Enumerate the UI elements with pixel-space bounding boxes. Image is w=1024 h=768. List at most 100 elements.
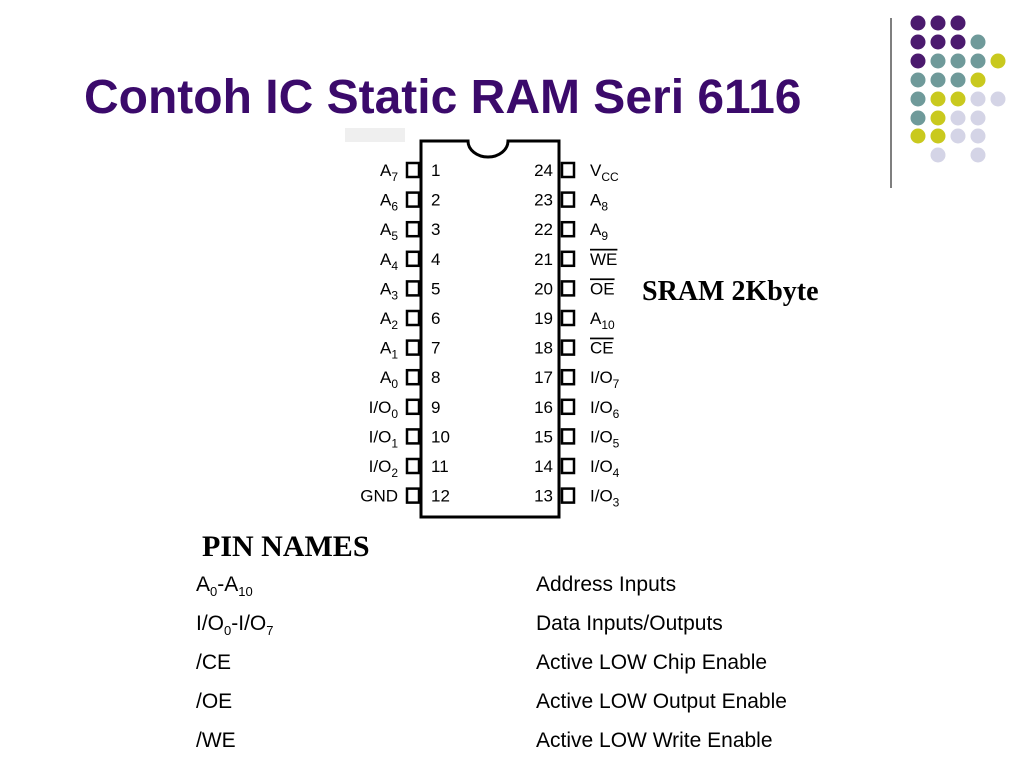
image-shadow [345,128,405,142]
pin-lead [560,428,576,445]
pin-label: A6 [380,191,398,214]
decorative-dot [950,72,966,88]
pin-names-heading: PIN NAMES [202,530,370,563]
pin-description: Active LOW Chip Enable [536,651,768,674]
pin-table-row: /CE Active LOW Chip Enable [196,644,896,683]
pin-label: A8 [590,191,608,214]
decorative-dot [910,72,926,88]
pin-lead [560,339,576,356]
pin-description: Address Inputs [536,573,677,596]
pin-description: Active LOW Write Enable [536,729,773,752]
pin-lead [405,250,421,268]
decorative-dot [950,128,966,144]
pin-label: I/O2 [369,457,399,480]
decorative-dot [930,53,946,69]
pin-number: 9 [431,398,440,417]
decorative-dot [970,34,986,50]
pin-number: 1 [431,161,440,180]
pin-label: A4 [380,250,398,273]
decorative-dot [930,110,946,126]
chip-body [419,139,561,519]
pin-label: GND [360,487,398,506]
decorative-dot [930,128,946,144]
sram-6116-pinout-diagram: 1A72A63A54A45A36A27A18A09I/O010I/O111I/O… [345,128,620,519]
pin-number: 17 [534,368,553,387]
pin-label: A3 [380,279,398,302]
pin-description: Active LOW Output Enable [536,690,787,713]
pin-lead [560,191,576,208]
pin-symbol: I/O0-I/O7 [196,612,274,638]
decorative-dot [970,53,986,69]
pin-symbol: /OE [196,690,233,713]
pin-label: I/O4 [590,457,620,480]
pin-lead [405,457,421,475]
pin-lead [560,220,576,238]
pin-number: 18 [534,339,553,358]
pin-number: 21 [534,250,553,269]
decorative-dot [930,72,946,88]
pin-symbol: /CE [196,651,232,674]
pin-label: A1 [380,339,398,362]
pin-number: 3 [431,220,440,239]
pin-lead [405,220,421,238]
decorative-dot [950,15,966,31]
pin-number: 24 [534,161,553,180]
slide-title: Contoh IC Static RAM Seri 6116 [84,71,802,124]
pin-lead [560,398,576,416]
decorative-dot [970,128,986,144]
decorative-dot [970,110,986,126]
pin-number: 12 [431,487,450,506]
pin-number: 19 [534,309,553,328]
pin-lead [560,368,576,386]
pin-lead [405,339,421,356]
pin-label: I/O7 [590,368,620,391]
pin-lead [405,428,421,445]
pin-number: 8 [431,368,440,387]
pin-number: 6 [431,309,440,328]
pin-lead [560,457,576,475]
decorative-dot [910,91,926,107]
pin-lead [405,161,421,179]
decorative-dot [950,91,966,107]
decorative-dot [930,34,946,50]
pin-lead [405,280,421,297]
decorative-dot [950,53,966,69]
pin-lead [560,161,576,179]
decorative-dot [970,91,986,107]
pin-label: A9 [590,220,608,243]
decorative-dot [910,110,926,126]
pin-number: 14 [534,457,553,476]
pin-number: 20 [534,279,553,298]
decorative-dot [990,53,1006,69]
pin-label: VCC [590,161,619,184]
pin-number: 16 [534,398,553,417]
pin-symbol: A0-A10 [196,573,253,599]
decorative-dot [910,34,926,50]
pin-label: I/O6 [590,398,620,421]
pin-table-row: /OE Active LOW Output Enable [196,683,896,722]
pin-number: 4 [431,250,440,269]
decorative-dot [930,15,946,31]
pin-lead [405,191,421,208]
pin-lead [405,368,421,386]
pin-label: I/O3 [590,487,620,510]
decorative-dot [910,53,926,69]
decorative-dot [910,128,926,144]
decorative-dot [990,91,1006,107]
decorative-dot-grid [890,15,1006,188]
decorative-dot [950,34,966,50]
pin-number: 7 [431,339,440,358]
decorative-dot [950,110,966,126]
pin-label: I/O5 [590,427,620,450]
pin-table-row: A0-A10 Address Inputs [196,566,896,605]
pin-symbol: /WE [196,729,236,752]
pin-label: I/O1 [369,427,399,450]
pin-number: 15 [534,427,553,446]
decorative-dot [970,72,986,88]
decorative-dot [930,147,946,163]
pin-label: A2 [380,309,398,332]
pin-label: A7 [380,161,398,184]
pin-label: I/O0 [369,398,399,421]
